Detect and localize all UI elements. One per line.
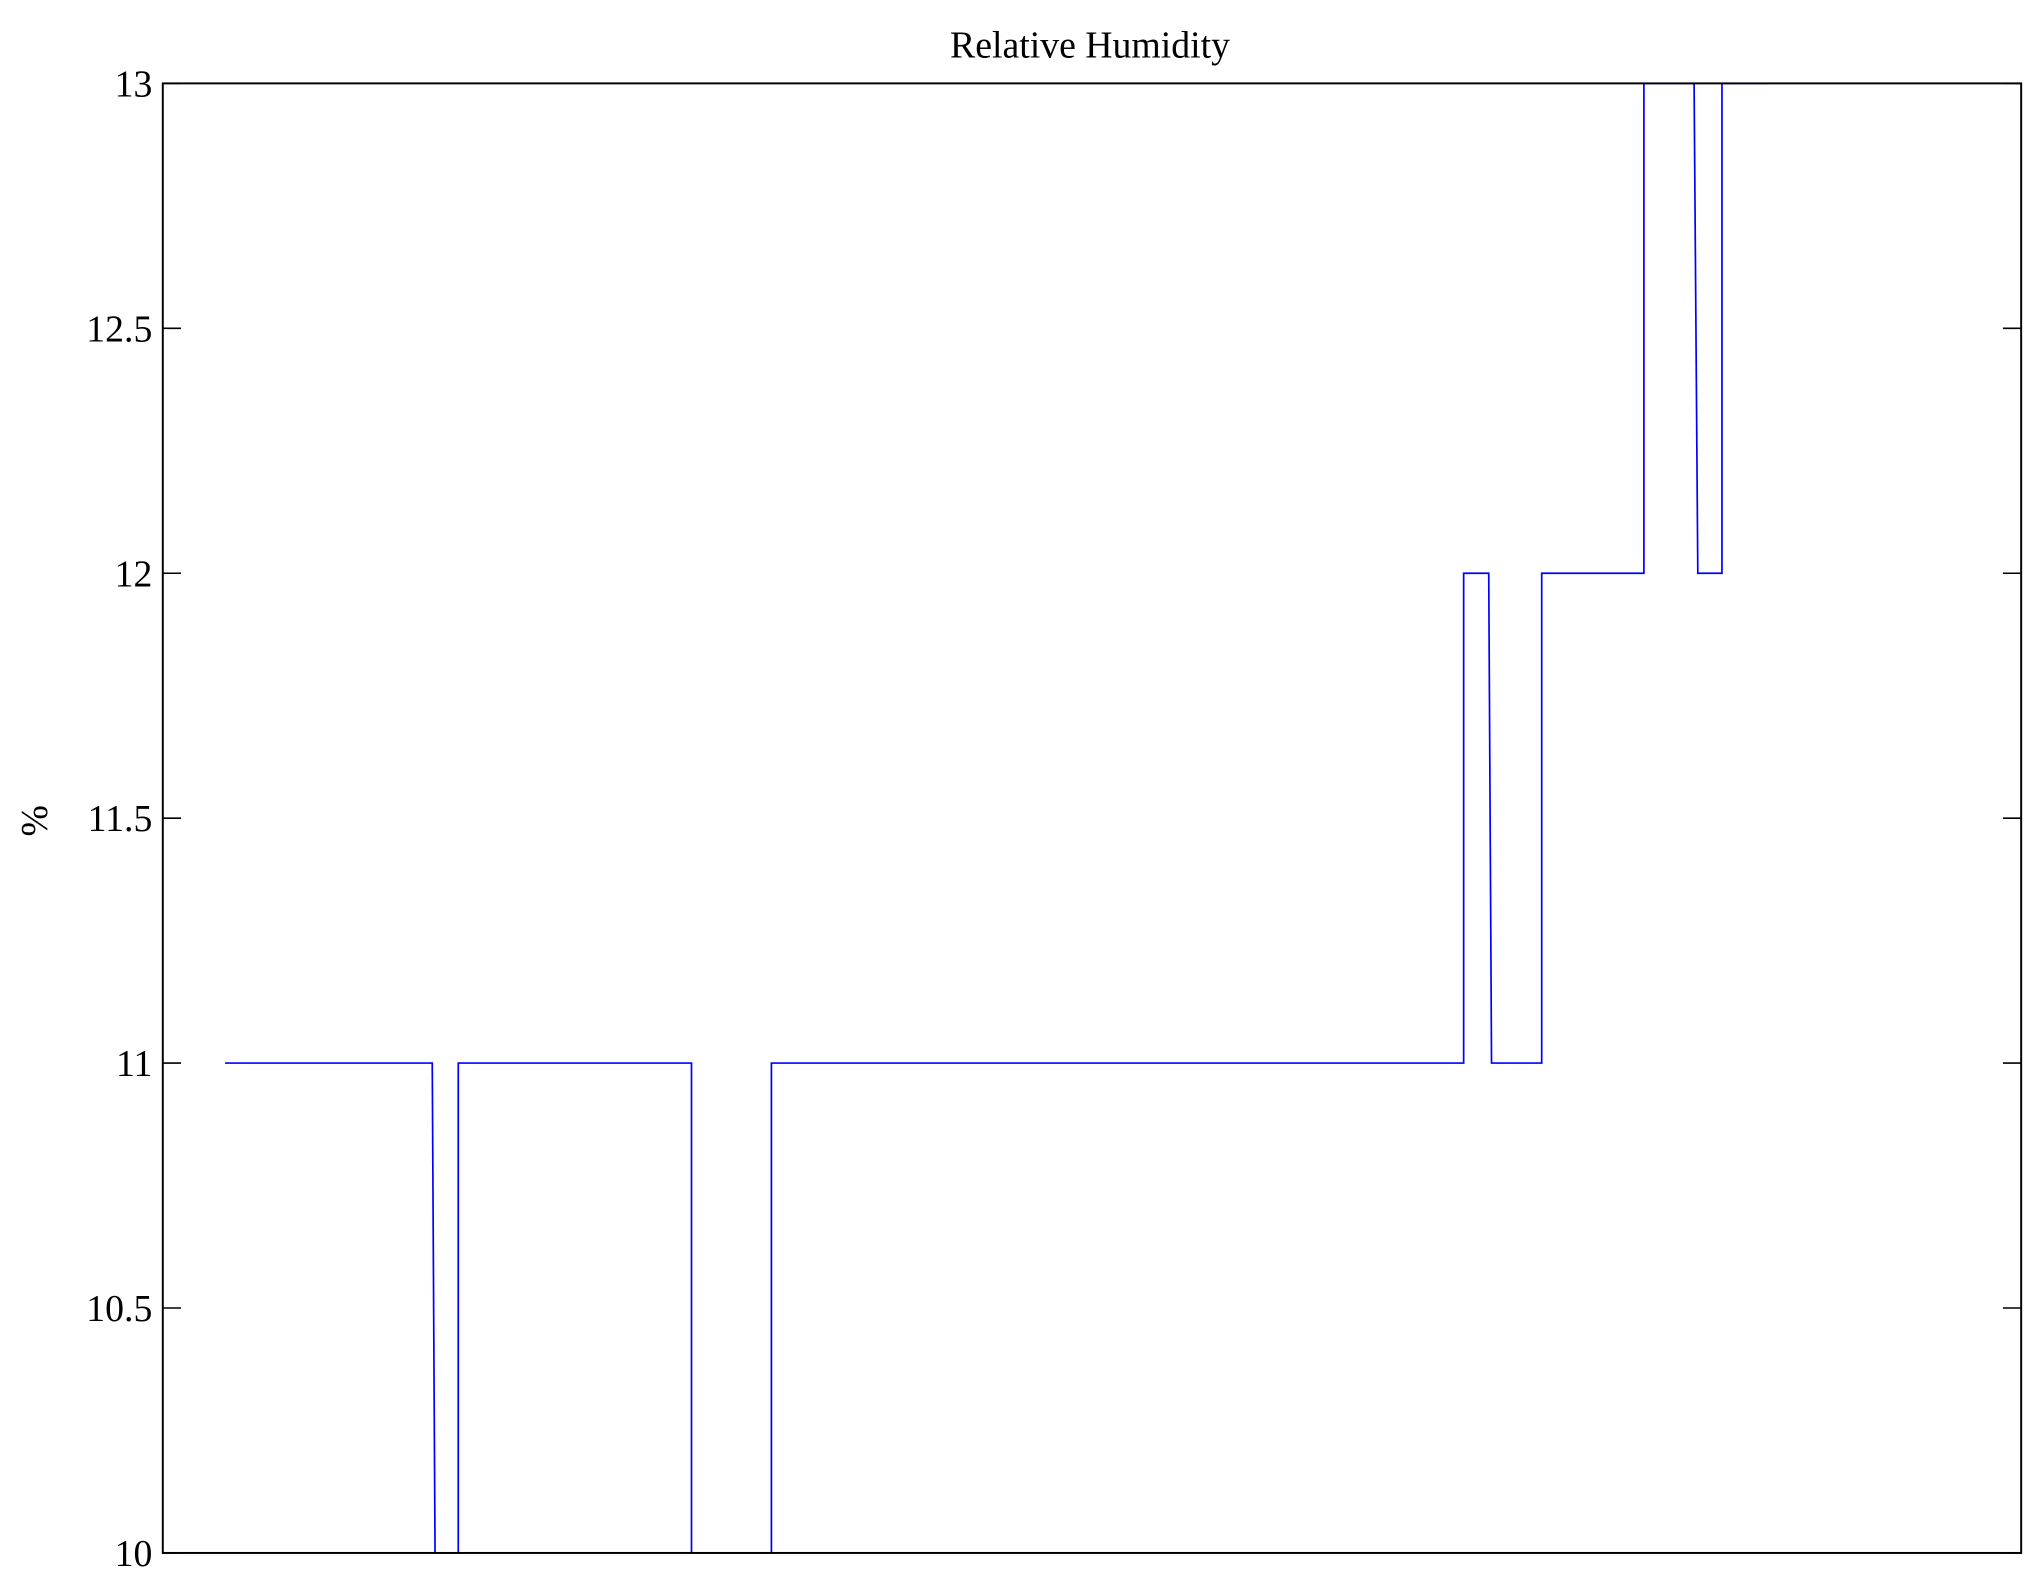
plot-frame — [161, 82, 2023, 1554]
y-tick-label: 12.5 — [86, 308, 152, 350]
series-line — [225, 82, 1769, 1554]
y-tick-label: 10.5 — [86, 1288, 152, 1330]
y-tick-label: 11.5 — [88, 798, 153, 840]
y-axis-label: % — [14, 805, 56, 836]
y-tick-label: 13 — [115, 63, 153, 105]
y-tick-label: 10 — [115, 1533, 153, 1575]
chart-title: Relative Humidity — [950, 24, 1230, 66]
y-tick-label: 11 — [116, 1043, 152, 1085]
y-tick-label: 12 — [115, 553, 153, 595]
